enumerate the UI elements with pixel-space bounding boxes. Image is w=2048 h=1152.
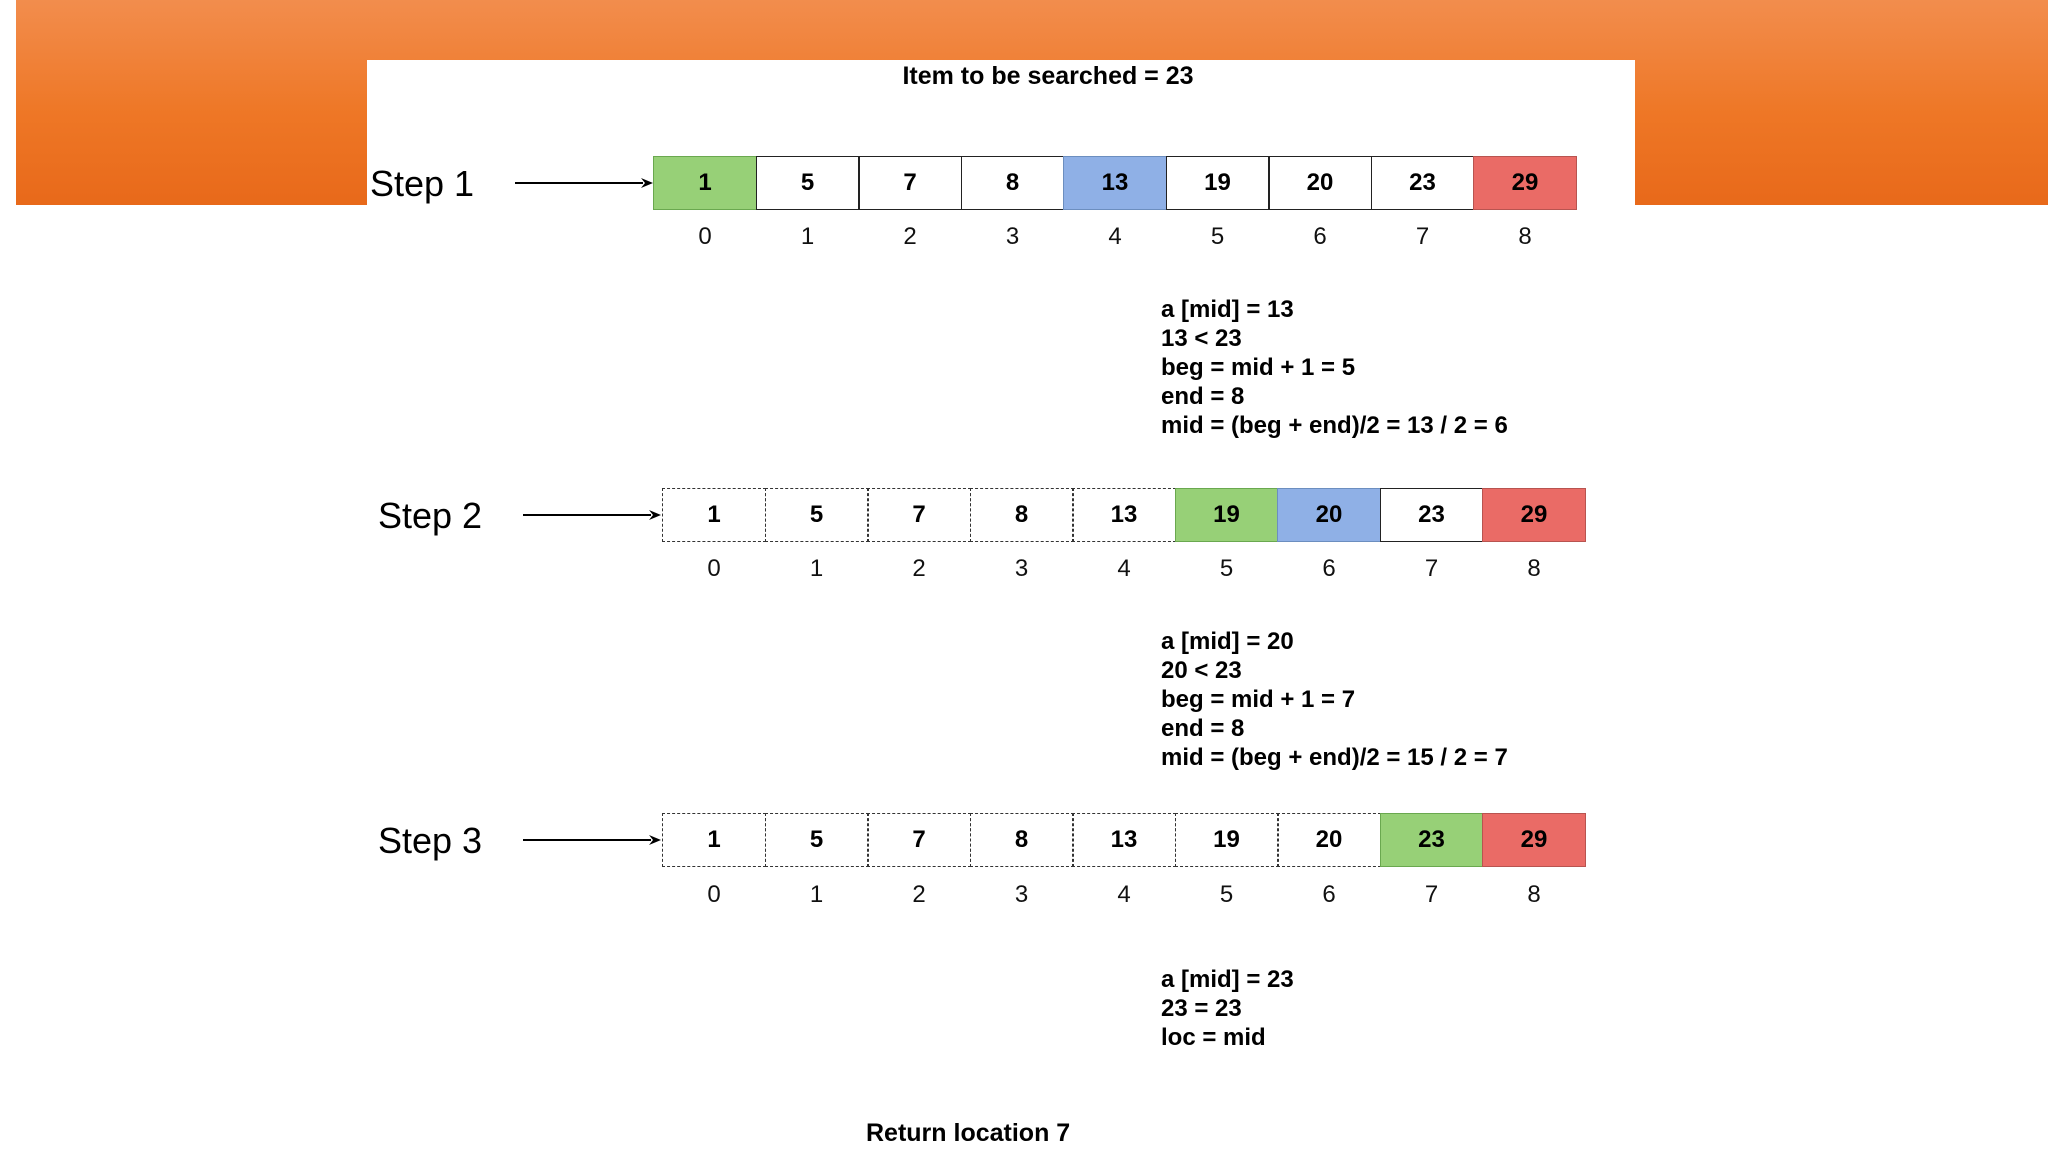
array-index: 1 <box>809 555 824 582</box>
array-index: 3 <box>1005 223 1020 250</box>
array-cell: 13 <box>1063 156 1167 210</box>
array-index: 8 <box>1518 223 1532 250</box>
note-line: a [mid] = 13 <box>1161 296 1294 323</box>
step-1-label: Step 1 <box>370 163 475 204</box>
step-2-arrow-icon <box>523 510 661 520</box>
array-cell: 5 <box>755 156 860 210</box>
note-line: 23 = 23 <box>1161 995 1242 1022</box>
array-cell: 20 <box>1277 488 1381 542</box>
array-index: 0 <box>707 881 721 908</box>
array-index: 0 <box>698 223 712 250</box>
array-cell: 20 <box>1277 813 1381 867</box>
array-cell: 7 <box>867 813 971 867</box>
array-index: 7 <box>1415 223 1430 250</box>
step-3-indices: 0 1 2 3 4 5 6 7 8 <box>662 880 1586 910</box>
array-index: 7 <box>1424 881 1439 908</box>
array-index: 6 <box>1313 223 1327 250</box>
array-index: 3 <box>1014 555 1029 582</box>
array-index: 4 <box>1117 881 1131 908</box>
array-cell: 7 <box>858 156 962 210</box>
note-line: a [mid] = 20 <box>1161 628 1294 655</box>
step-2-label: Step 2 <box>378 495 483 536</box>
array-index: 2 <box>912 555 926 582</box>
array-cell: 5 <box>764 813 869 867</box>
array-cell: 23 <box>1370 156 1475 210</box>
note-line: beg = mid + 1 = 7 <box>1161 686 1356 713</box>
array-cell: 23 <box>1379 488 1484 542</box>
array-index: 1 <box>800 223 815 250</box>
content-panel <box>367 60 1635 1152</box>
step-3-label: Step 3 <box>378 820 483 861</box>
array-index: 5 <box>1210 223 1225 250</box>
array-cell: 20 <box>1268 156 1372 210</box>
array-cell: 8 <box>969 813 1074 867</box>
array-index: 7 <box>1424 555 1439 582</box>
array-cell: 19 <box>1174 813 1279 867</box>
array-index: 6 <box>1322 555 1336 582</box>
step-3-arrow-icon <box>523 835 661 845</box>
note-line: 20 < 23 <box>1161 657 1242 684</box>
array-index: 5 <box>1219 881 1234 908</box>
step-2-indices: 0 1 2 3 4 5 6 7 8 <box>662 554 1586 584</box>
note-line: end = 8 <box>1161 715 1245 742</box>
note-line: end = 8 <box>1161 383 1245 410</box>
array-cell: 29 <box>1473 156 1577 210</box>
array-index: 1 <box>809 881 824 908</box>
return-location-text: Return location 7 <box>866 1119 1071 1147</box>
array-cell: 1 <box>662 488 766 542</box>
array-cell: 1 <box>662 813 766 867</box>
array-cell: 29 <box>1482 813 1586 867</box>
array-cell: 1 <box>653 156 757 210</box>
array-index: 4 <box>1117 555 1131 582</box>
array-index: 8 <box>1527 555 1541 582</box>
note-line: a [mid] = 23 <box>1161 966 1294 993</box>
step-1-arrow-icon <box>515 178 653 188</box>
search-item-title: Item to be searched = 23 <box>902 62 1194 90</box>
array-index: 5 <box>1219 555 1234 582</box>
array-cell: 5 <box>764 488 869 542</box>
note-line: 13 < 23 <box>1161 325 1242 352</box>
array-cell: 8 <box>960 156 1065 210</box>
note-line: loc = mid <box>1161 1024 1266 1051</box>
array-cell: 13 <box>1072 813 1176 867</box>
array-index: 4 <box>1108 223 1122 250</box>
step-1-indices: 0 1 2 3 4 5 6 7 8 <box>653 222 1577 252</box>
array-index: 2 <box>903 223 917 250</box>
array-index: 8 <box>1527 881 1541 908</box>
array-cell: 23 <box>1379 813 1484 867</box>
note-line: mid = (beg + end)/2 = 13 / 2 = 6 <box>1161 412 1508 439</box>
array-index: 3 <box>1014 881 1029 908</box>
array-index: 0 <box>707 555 721 582</box>
array-index: 6 <box>1322 881 1336 908</box>
note-line: beg = mid + 1 = 5 <box>1161 354 1356 381</box>
array-index: 2 <box>912 881 926 908</box>
array-cell: 8 <box>969 488 1074 542</box>
note-line: mid = (beg + end)/2 = 15 / 2 = 7 <box>1161 744 1508 771</box>
array-cell: 19 <box>1165 156 1270 210</box>
array-cell: 7 <box>867 488 971 542</box>
array-cell: 13 <box>1072 488 1176 542</box>
array-cell: 19 <box>1174 488 1279 542</box>
array-cell: 29 <box>1482 488 1586 542</box>
